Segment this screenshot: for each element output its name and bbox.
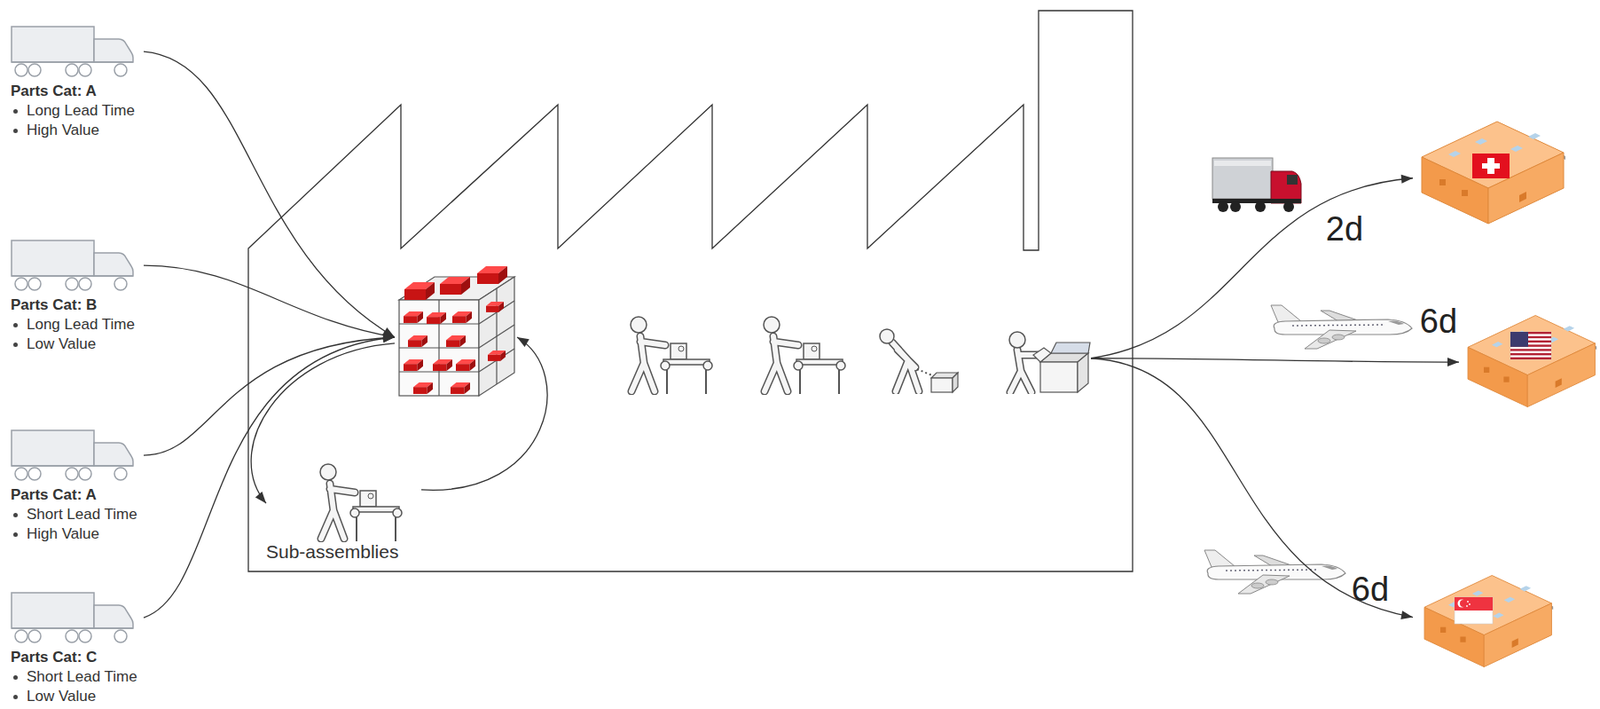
flow-connector — [143, 333, 395, 455]
supplier-truck: Parts Cat: AShort Lead TimeHigh Value — [10, 429, 144, 544]
flow-connector — [143, 333, 395, 618]
subassembly-node: Sub-assemblies — [266, 461, 422, 566]
parts-category: Parts Cat: A — [10, 81, 144, 102]
subassembly-station — [320, 463, 402, 542]
arrow-head — [1400, 610, 1413, 620]
truck-icon — [11, 430, 134, 480]
flow-connector — [1090, 174, 1413, 359]
kitting-station — [879, 329, 958, 393]
arrow-head — [382, 327, 395, 338]
connector-line — [1090, 178, 1413, 359]
connector-line — [1090, 358, 1413, 618]
truck-icon — [11, 592, 134, 643]
transit-days: 6d — [1419, 303, 1458, 339]
supplier-truck: Parts Cat: CShort Lead TimeLow Value — [10, 591, 144, 706]
supplier-truck: Parts Cat: BLong Lead TimeLow Value — [10, 239, 144, 354]
connector-line — [143, 337, 395, 455]
arrow-head — [1447, 357, 1459, 367]
connector-line — [421, 337, 548, 490]
warehouse-icon — [1424, 574, 1553, 667]
connector-line — [143, 51, 395, 338]
bullet-item: Low Value — [10, 334, 144, 354]
airplane-icon — [1270, 305, 1412, 349]
factory-outline — [248, 10, 1133, 572]
transit-days: 2d — [1325, 211, 1364, 247]
warehouse-icon — [1467, 314, 1597, 407]
assembly-station — [630, 316, 713, 394]
parts-category: Parts Cat: C — [10, 647, 144, 667]
connector-line — [250, 343, 395, 503]
red-boxes — [403, 266, 508, 394]
flow-connector — [1090, 358, 1413, 620]
warehouse-node — [1412, 571, 1560, 671]
bullet-item: Short Lead Time — [10, 666, 144, 687]
warehouse-node — [1412, 117, 1569, 228]
singapore-flag — [1454, 596, 1493, 624]
packing-node — [997, 328, 1091, 395]
bullet-item: Low Value — [10, 686, 144, 706]
storage-rack — [399, 276, 515, 396]
bullet-item: Short Lead Time — [10, 504, 144, 525]
flow-connector — [250, 343, 395, 503]
connector-line — [1090, 358, 1459, 362]
arrow-head — [383, 333, 395, 343]
airplane-icon — [1204, 549, 1346, 594]
connector-line — [143, 337, 395, 618]
warehouse-node — [1458, 311, 1600, 411]
arrow-head — [383, 333, 395, 343]
red-truck-icon — [1212, 157, 1302, 212]
parts-category: Parts Cat: B — [10, 295, 144, 315]
assembly-station — [763, 316, 846, 394]
flow-connector — [143, 51, 395, 338]
us-flag — [1510, 331, 1552, 360]
flow-connector — [421, 337, 548, 490]
truck-icon — [11, 240, 134, 291]
connector-line — [143, 265, 395, 338]
station-label: Sub-assemblies — [266, 540, 422, 564]
bullet-item: Long Lead Time — [10, 314, 144, 335]
supplier-truck: Parts Cat: ALong Lead TimeHigh Value — [10, 25, 144, 141]
arrow-head — [382, 330, 395, 340]
truck-icon — [11, 26, 134, 77]
bullet-item: High Value — [10, 524, 144, 544]
arrow-head — [517, 337, 530, 347]
arrow-head — [1401, 174, 1413, 184]
parts-category: Parts Cat: A — [10, 485, 144, 505]
storage-rack-node — [394, 275, 518, 399]
flow-connector — [1090, 357, 1459, 367]
warehouse-icon — [1421, 121, 1566, 224]
packing-station — [1009, 331, 1091, 393]
flow-connector — [143, 265, 395, 340]
transit-days: 6d — [1351, 571, 1389, 607]
arrow-head — [255, 491, 267, 503]
bullet-item: High Value — [10, 120, 144, 141]
bullet-item: Long Lead Time — [10, 101, 144, 121]
swiss-flag — [1472, 153, 1510, 179]
